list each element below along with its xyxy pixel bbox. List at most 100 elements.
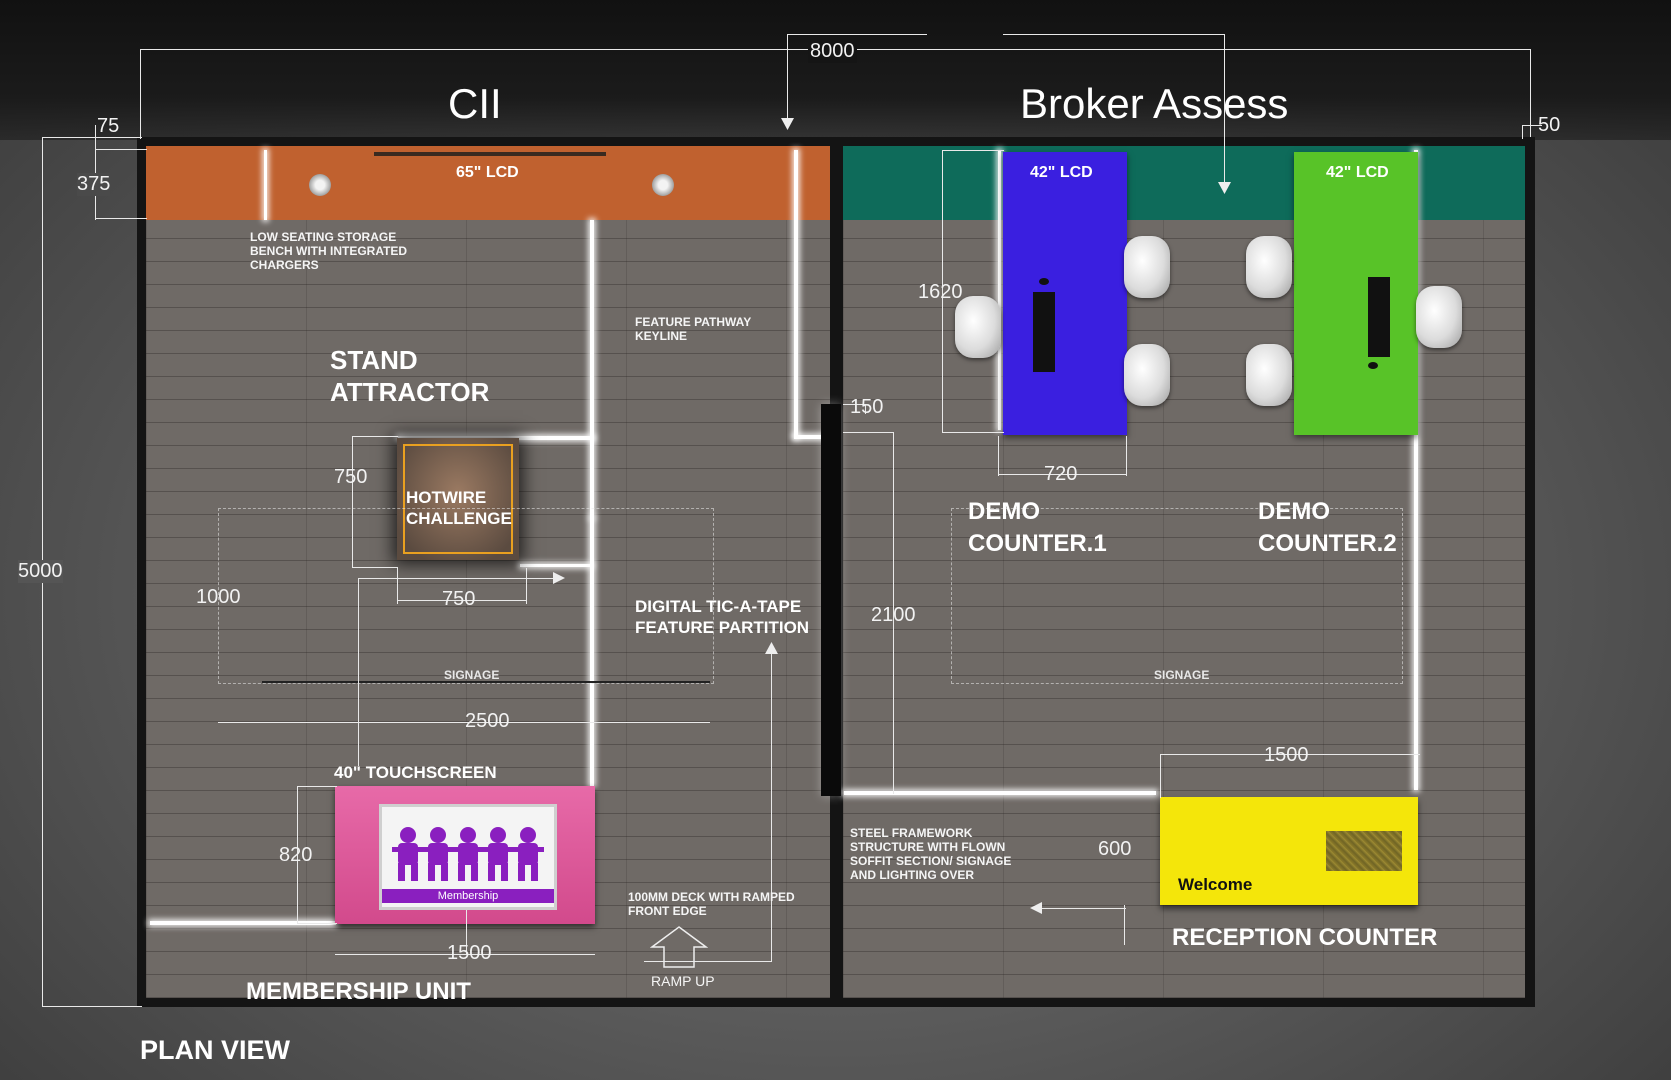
hotwire-frame <box>403 444 513 554</box>
welcome-text: Welcome <box>1178 875 1253 894</box>
ramp-up-icon <box>650 926 708 968</box>
dim-line <box>998 436 999 476</box>
membership-screen-label: Membership <box>382 889 554 903</box>
chair-icon <box>1416 286 1462 348</box>
chair-icon <box>1246 344 1292 406</box>
dim-line <box>942 150 943 432</box>
bench-label: LOW SEATING STORAGE BENCH WITH INTEGRATE… <box>250 230 408 272</box>
keyline <box>590 518 594 786</box>
hotwire-label: HOTWIRE CHALLENGE <box>406 488 512 528</box>
dim-line <box>893 432 894 794</box>
dim-partition-length: 2100 <box>871 604 916 626</box>
cii-header-wall <box>146 146 830 220</box>
arrow-left-icon <box>1030 902 1042 914</box>
lcd-42-label-2: 42" LCD <box>1326 164 1389 181</box>
arrow-down-icon <box>781 118 794 130</box>
signage-zone-right <box>951 508 1403 684</box>
arrow-right-icon <box>553 572 565 584</box>
dim-membership-width: 1500 <box>447 942 492 964</box>
dim-line <box>95 149 147 150</box>
dim-line <box>297 786 337 787</box>
dim-line <box>95 218 147 219</box>
tic-a-tape-label: DIGITAL TIC-A-TAPE FEATURE PARTITION <box>635 597 810 637</box>
dim-line <box>358 578 558 579</box>
speaker-icon <box>652 174 674 196</box>
touchscreen-display: Membership <box>379 804 557 910</box>
membership-unit-label: MEMBERSHIP UNIT <box>246 978 471 1005</box>
keyline <box>150 921 336 925</box>
dim-line <box>466 910 467 954</box>
broker-assess-title: Broker Assess <box>1020 80 1289 127</box>
dim-partition-gap: 150 <box>850 396 884 418</box>
pathway-label: FEATURE PATHWAY KEYLINE <box>635 315 752 343</box>
broker-header-wall <box>843 146 1525 220</box>
arrow-line <box>644 961 772 962</box>
keyboard-icon <box>1368 277 1390 357</box>
chair-icon <box>1246 236 1292 298</box>
demo-counter-2-label: DEMO COUNTER.2 <box>1258 498 1397 557</box>
signage-label-right: SIGNAGE <box>1154 668 1210 682</box>
dim-left-offset: 75 <box>97 115 120 137</box>
stand-attractor-label: STAND ATTRACTOR <box>330 345 490 407</box>
steel-framework-label: STEEL FRAMEWORK STRUCTURE WITH FLOWN SOF… <box>850 826 1012 882</box>
paper-people-icon <box>392 825 544 883</box>
dim-reception-width: 1500 <box>1264 744 1309 766</box>
dim-line <box>942 432 1004 433</box>
dim-overall-width: 8000 <box>808 40 857 63</box>
dim-line <box>95 125 96 220</box>
dim-membership-depth: 820 <box>279 844 313 866</box>
dim-line <box>865 404 866 414</box>
demo-counter-2 <box>1294 152 1418 435</box>
dim-line <box>1160 754 1420 755</box>
cii-title: CII <box>448 80 502 127</box>
dim-line <box>352 567 398 568</box>
dim-line <box>42 137 142 138</box>
dim-line <box>998 474 1126 475</box>
dim-signage-depth: 1000 <box>196 586 241 608</box>
touchscreen-label: 40" TOUCHSCREEN <box>334 763 497 782</box>
dim-line <box>526 568 527 604</box>
dim-line <box>358 578 359 766</box>
tic-a-tape-partition <box>821 404 841 796</box>
arrow-down-icon <box>1218 182 1231 194</box>
chair-icon <box>955 296 1001 358</box>
arrow-line <box>1003 34 1225 35</box>
dim-line <box>1522 125 1542 126</box>
chair-icon <box>1124 236 1170 298</box>
reception-counter-label: RECEPTION COUNTER <box>1172 924 1438 951</box>
dim-line <box>1530 49 1531 137</box>
reception-counter: Welcome <box>1160 797 1418 905</box>
dim-header-depth: 375 <box>77 173 111 196</box>
demo-counter-1 <box>1003 152 1127 435</box>
chair-icon <box>1124 344 1170 406</box>
membership-unit: Membership <box>335 786 595 924</box>
keyline <box>264 150 267 220</box>
keyline <box>998 150 1001 430</box>
dim-line <box>335 954 595 955</box>
reception-logo-panel <box>1326 831 1402 871</box>
top-band <box>0 0 1671 140</box>
dim-hotwire-width: 750 <box>442 588 476 610</box>
dim-line <box>42 1006 142 1007</box>
dim-line <box>942 150 1004 151</box>
dim-line <box>397 600 527 601</box>
dim-line <box>1522 125 1523 139</box>
dim-line <box>397 568 398 604</box>
dim-line <box>297 786 298 924</box>
dim-line <box>1126 436 1127 476</box>
dim-line <box>1040 908 1126 909</box>
arrow-line <box>1224 34 1225 184</box>
dim-line <box>352 436 353 568</box>
plan-view-label: PLAN VIEW <box>140 1035 291 1065</box>
hotwire-challenge-unit <box>397 438 519 560</box>
signage-label-left: SIGNAGE <box>444 668 500 682</box>
lcd-65-label: 65" LCD <box>456 164 519 181</box>
dim-line <box>843 404 865 405</box>
signage-zone-left <box>218 508 714 684</box>
arrow-line <box>771 650 772 962</box>
dim-line <box>1124 905 1125 945</box>
deck-label: 100MM DECK WITH RAMPED FRONT EDGE <box>628 890 795 918</box>
arrow-line <box>787 34 788 124</box>
dim-hotwire-depth: 750 <box>334 466 368 488</box>
dim-signage-width: 2500 <box>465 710 510 732</box>
